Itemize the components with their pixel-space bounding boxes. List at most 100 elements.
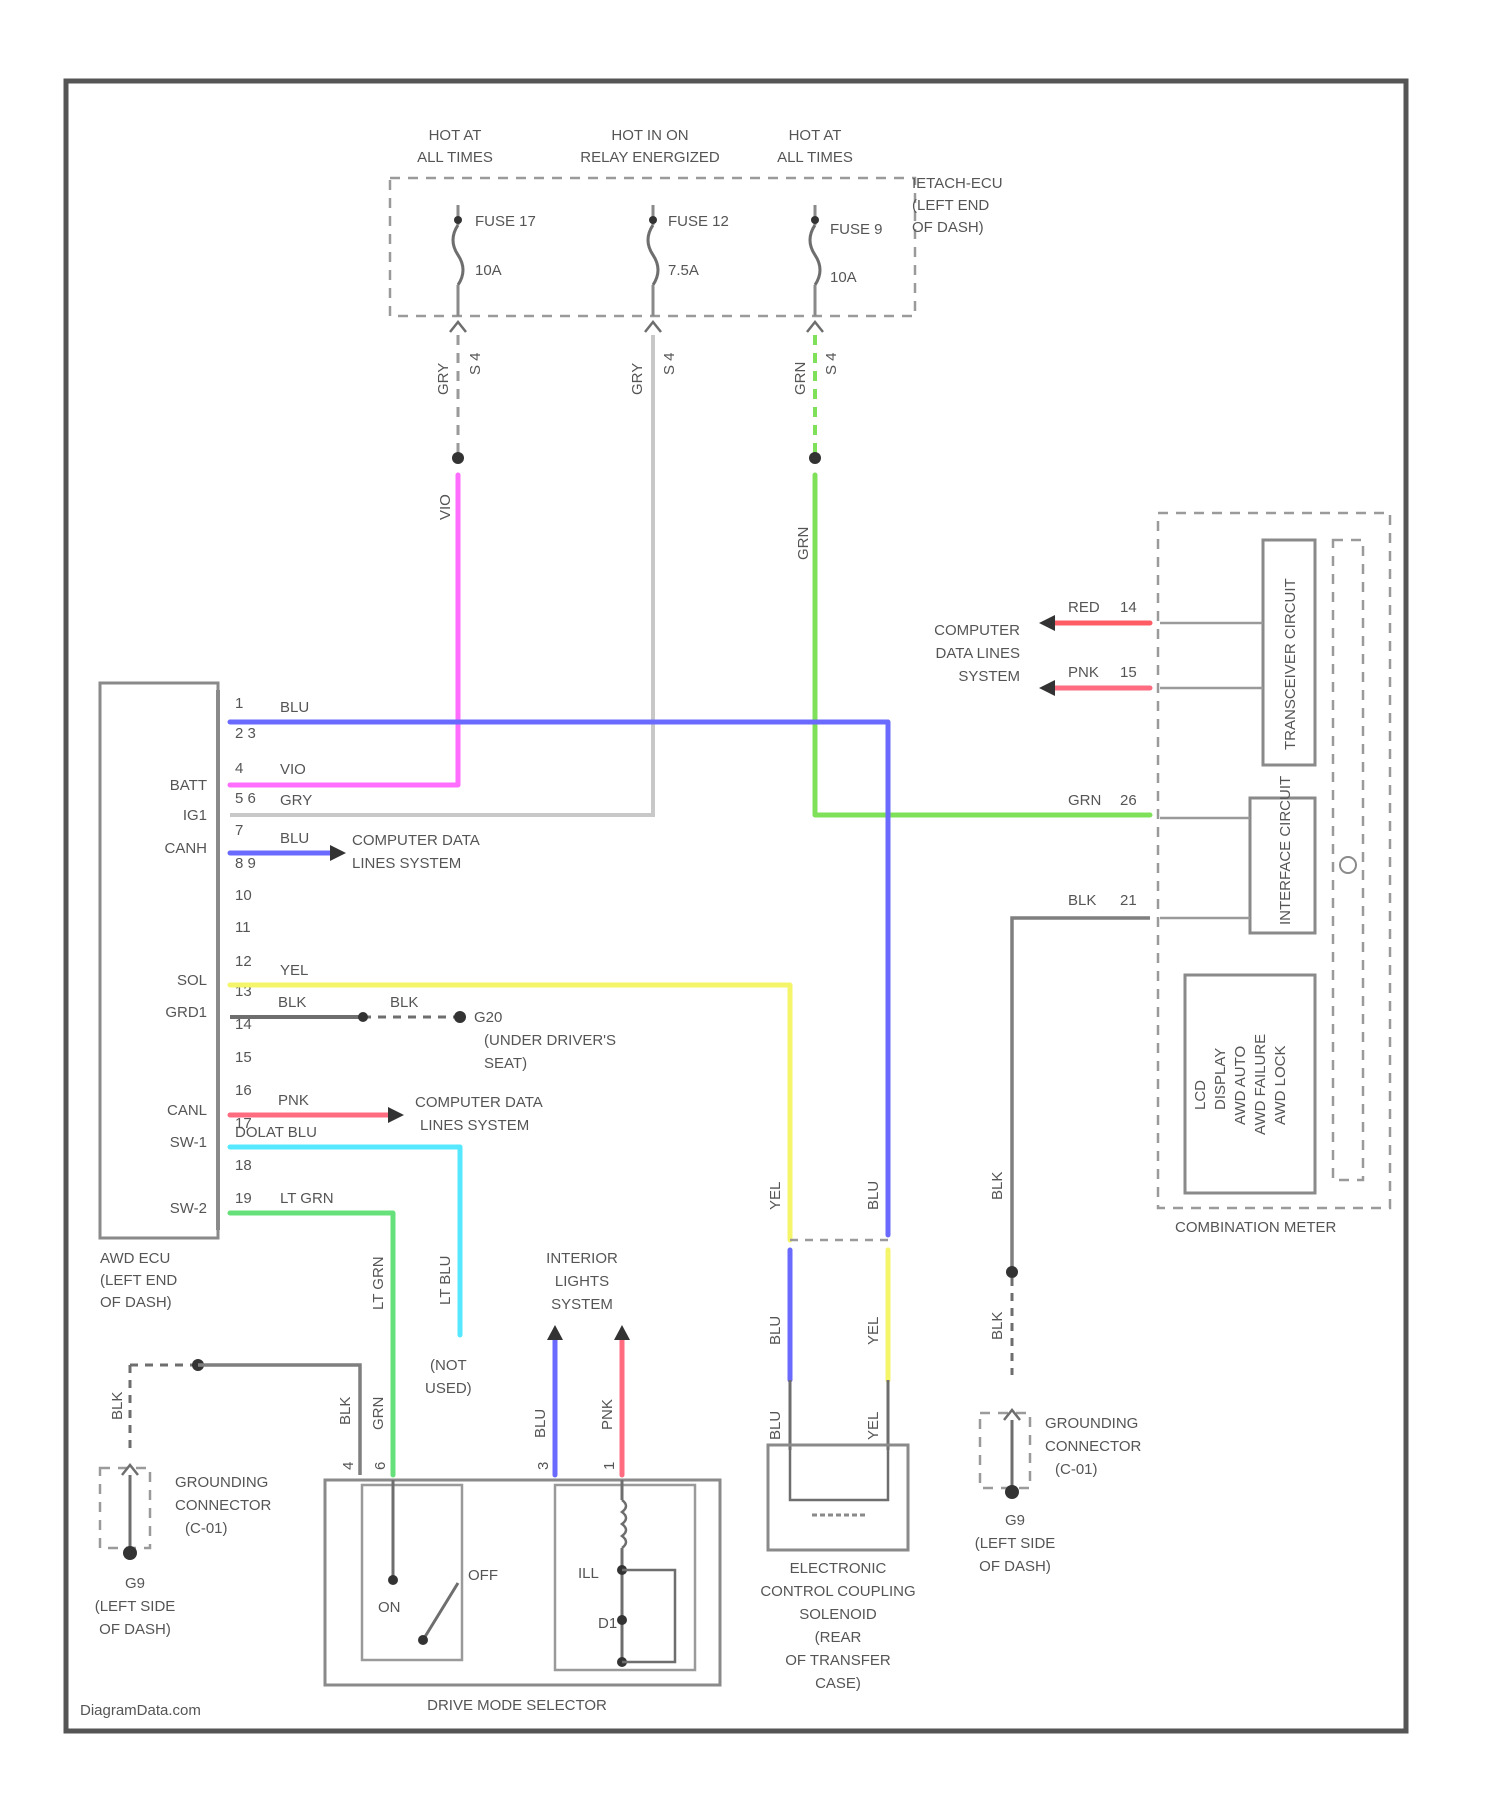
connector-mark-3 <box>807 322 823 332</box>
not-used-1: (NOT <box>430 1357 467 1374</box>
arrow-red-meter <box>1039 615 1055 631</box>
hot-label-3b: ALL TIMES <box>777 149 853 166</box>
fuse-3-name: FUSE 9 <box>830 221 883 238</box>
wire-blk-meter <box>1012 918 1150 1270</box>
meter-pnk-label: PNK <box>1068 664 1099 681</box>
ecu-label-canh: CANH <box>164 840 207 857</box>
ecu-label-batt: BATT <box>170 777 207 794</box>
wire-label-yel-v2: YEL <box>865 1317 882 1345</box>
ground-g20-2: (UNDER DRIVER'S <box>484 1032 616 1049</box>
ecu-pin-2-3: 2 3 <box>235 725 256 742</box>
left-ground-g-3: OF DASH) <box>99 1621 171 1638</box>
left-ground-g-1: G9 <box>125 1575 145 1592</box>
arrow-canl <box>388 1107 404 1123</box>
ecu-label-ig1: IG1 <box>183 807 207 824</box>
wire-label-ecm-blu2: BLU <box>280 830 309 847</box>
right-ground-conn-box <box>980 1413 1030 1488</box>
pin-label-gry-1: GRY <box>435 363 452 395</box>
meter-can-ref-1: COMPUTER <box>934 622 1020 639</box>
ecu-pin-15: 15 <box>235 1049 252 1066</box>
meter-name: COMBINATION METER <box>1175 1219 1337 1236</box>
wire-label-ecm-yel: YEL <box>280 962 308 979</box>
can-bot-ref-2: LINES SYSTEM <box>420 1117 529 1134</box>
selector-inner-left <box>362 1485 462 1660</box>
left-ground-dot <box>123 1546 137 1560</box>
meter-grn-pin: 26 <box>1120 792 1137 809</box>
fuse-1-name: FUSE 17 <box>475 213 536 230</box>
meter-can-ref-3: SYSTEM <box>958 668 1020 685</box>
ground-g20-3: SEAT) <box>484 1055 527 1072</box>
arrow-pnk-interior <box>614 1325 630 1340</box>
right-ground-conn-mark <box>1004 1410 1020 1420</box>
wire-label-ltgrn-v: LT GRN <box>370 1256 387 1310</box>
watermark: DiagramData.com <box>80 1702 201 1719</box>
solenoid-name-5: OF TRANSFER <box>785 1652 891 1669</box>
ecu-pin-1: 1 <box>235 695 243 712</box>
right-ground-conn-2: CONNECTOR <box>1045 1438 1142 1455</box>
wire-label-ecm-blk: BLK <box>278 994 306 1011</box>
pin-label-gry-2: GRY <box>629 363 646 395</box>
wire-label-ecm-vio: VIO <box>280 761 306 778</box>
lcd-line-5: AWD LOCK <box>1272 1046 1289 1125</box>
solenoid-name-2: CONTROL COUPLING <box>760 1583 915 1600</box>
selector-pin-blk: 4 <box>340 1462 357 1470</box>
wire-label-blk-sel: BLK <box>337 1397 354 1425</box>
fuse-box-label-2: (LEFT END <box>912 197 989 214</box>
switch-pivot <box>418 1635 428 1645</box>
ecu-pin-12: 12 <box>235 953 252 970</box>
solenoid-name-4: (REAR <box>815 1629 862 1646</box>
connector-mark-2 <box>645 322 661 332</box>
selector-pin-grn: 6 <box>372 1462 389 1470</box>
selector-d1: D1 <box>598 1615 617 1632</box>
wire-label-blu-v: BLU <box>865 1181 882 1210</box>
d1-branch <box>622 1570 675 1662</box>
meter-red-label: RED <box>1068 599 1100 616</box>
awd-ecu: 1 2 3 4 5 6 7 8 9 10 11 12 13 14 15 16 1… <box>100 683 256 1311</box>
fuse-3-symbol <box>810 225 820 285</box>
splice-3 <box>809 452 821 464</box>
pin-label-grn-3: GRN <box>792 362 809 395</box>
can-bot-ref-1: COMPUTER DATA <box>415 1094 543 1111</box>
fuse-2-amp: 7.5A <box>668 262 699 279</box>
solenoid: YEL BLU BLU YEL BLU YEL ELECTRONIC CONTR… <box>760 1181 915 1692</box>
left-ground-g-2: (LEFT SIDE <box>95 1598 176 1615</box>
ecu-pin-18: 18 <box>235 1157 252 1174</box>
left-ground-conn-box <box>100 1468 150 1548</box>
interior-ref-1: INTERIOR <box>546 1250 618 1267</box>
wire-ltgrn-sw2 <box>230 1213 393 1475</box>
conn-label-3: S 4 <box>823 352 840 375</box>
ill-coil <box>622 1500 626 1548</box>
wire-label-grn-sel: GRN <box>370 1397 387 1430</box>
ecu-pin-8-9: 8 9 <box>235 855 256 872</box>
lcd-line-4: AWD FAILURE <box>1252 1034 1269 1135</box>
right-ground-conn-3: (C-01) <box>1055 1461 1098 1478</box>
interior-ref-2: LIGHTS <box>555 1273 609 1290</box>
wire-gry-ig1 <box>230 335 653 815</box>
selector-name: DRIVE MODE SELECTOR <box>427 1697 607 1714</box>
conn-label-2: S 4 <box>661 352 678 375</box>
lcd-line-1: LCD <box>1192 1080 1209 1110</box>
selector-pin-pnk: 1 <box>601 1462 618 1470</box>
ecu-pin-19: 19 <box>235 1190 252 1207</box>
selector-ill: ILL <box>578 1565 599 1582</box>
can-top-ref-2: LINES SYSTEM <box>352 855 461 872</box>
ground-g20 <box>454 1011 466 1023</box>
solenoid-name-1: ELECTRONIC <box>790 1560 887 1577</box>
interior-ref-3: SYSTEM <box>551 1296 613 1313</box>
wire-label-ecm-ltblu: DOLAT BLU <box>235 1124 317 1141</box>
fuse-3-top-dot <box>811 216 819 224</box>
wire-label-blk-meter-v2: BLK <box>989 1312 1006 1340</box>
right-ground-dot <box>1005 1485 1019 1499</box>
wire-label-yel-v: YEL <box>767 1182 784 1210</box>
hot-label-2b: RELAY ENERGIZED <box>580 149 720 166</box>
wire-label-grn-up: GRN <box>795 527 812 560</box>
arrow-canh <box>330 845 346 861</box>
combination-meter: TRANSCEIVER CIRCUIT INTERFACE CIRCUIT LC… <box>934 513 1390 1375</box>
wire-label-pnk-int: PNK <box>599 1399 616 1430</box>
wire-label-ecm-pnk: PNK <box>278 1092 309 1109</box>
ecu-name-3: OF DASH) <box>100 1294 172 1311</box>
ecu-name-1: AWD ECU <box>100 1250 170 1267</box>
right-ground-conn-1: GROUNDING <box>1045 1415 1138 1432</box>
fuse-1-top-dot <box>454 216 462 224</box>
wire-label-ecm-blk2: BLK <box>390 994 418 1011</box>
